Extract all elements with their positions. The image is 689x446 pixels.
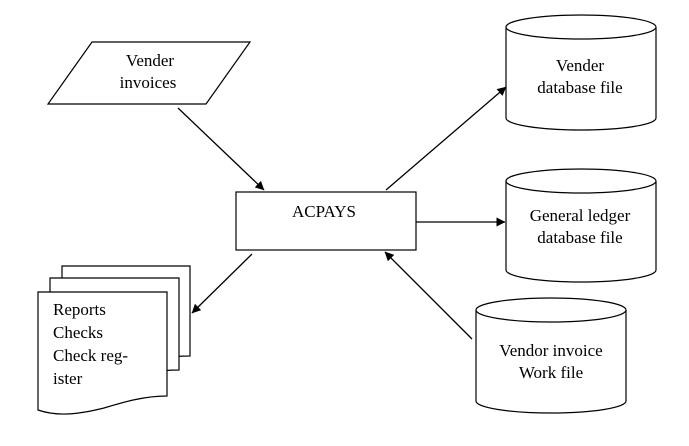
vender-invoices-label-line-2: invoices: [120, 73, 177, 92]
reports-label-line-2: Checks: [53, 323, 103, 342]
vender-database-label-line-2: database file: [537, 78, 622, 97]
general-ledger-database-cylinder-top: [505, 168, 657, 194]
vender-invoices-label-line-1: Vender: [126, 51, 174, 70]
vender-database-label-line-1: Vender: [556, 56, 604, 75]
general-ledger-database-cylinder-body: [505, 181, 657, 283]
vender-database-cylinder-top: [505, 14, 657, 40]
reports-label-line-1: Reports: [53, 300, 106, 319]
general-ledger-database-label-line-2: database file: [537, 228, 622, 247]
vendor-invoice-work-file-label-line-1: Vendor invoice: [499, 341, 602, 360]
document-front-sheet: [37, 291, 168, 415]
vender-database-node: Vender database file: [505, 14, 657, 131]
vender-database-cylinder-body: [505, 27, 657, 131]
reports-label-line-4: ister: [53, 369, 83, 388]
vendor-invoice-work-file-label-line-2: Work file: [519, 363, 583, 382]
arrow-invoices-to-acpays: [177, 107, 265, 191]
acpays-rectangle: [235, 191, 417, 251]
reports-label-line-3: Check reg-: [53, 346, 128, 365]
arrow-acpays-to-reports: [191, 253, 253, 314]
vendor-invoice-work-file-node: Vendor invoice Work file: [475, 297, 627, 414]
general-ledger-database-node: General ledger database file: [505, 168, 657, 283]
vender-invoices-parallelogram: [46, 41, 252, 105]
acpays-node: ACPAYS: [235, 191, 417, 251]
general-ledger-database-label-line-1: General ledger: [530, 206, 631, 225]
vender-invoices-node: Vender invoices: [46, 41, 252, 105]
vendor-invoice-work-file-cylinder-top: [475, 297, 627, 323]
vendor-invoice-work-file-cylinder-body: [475, 310, 627, 414]
arrow-work-file-to-acpays: [384, 251, 473, 340]
reports-multi-document-node: Reports Checks Check reg- ister: [37, 265, 191, 415]
arrow-acpays-to-vender-database: [385, 86, 507, 191]
acpays-label: ACPAYS: [292, 202, 356, 221]
